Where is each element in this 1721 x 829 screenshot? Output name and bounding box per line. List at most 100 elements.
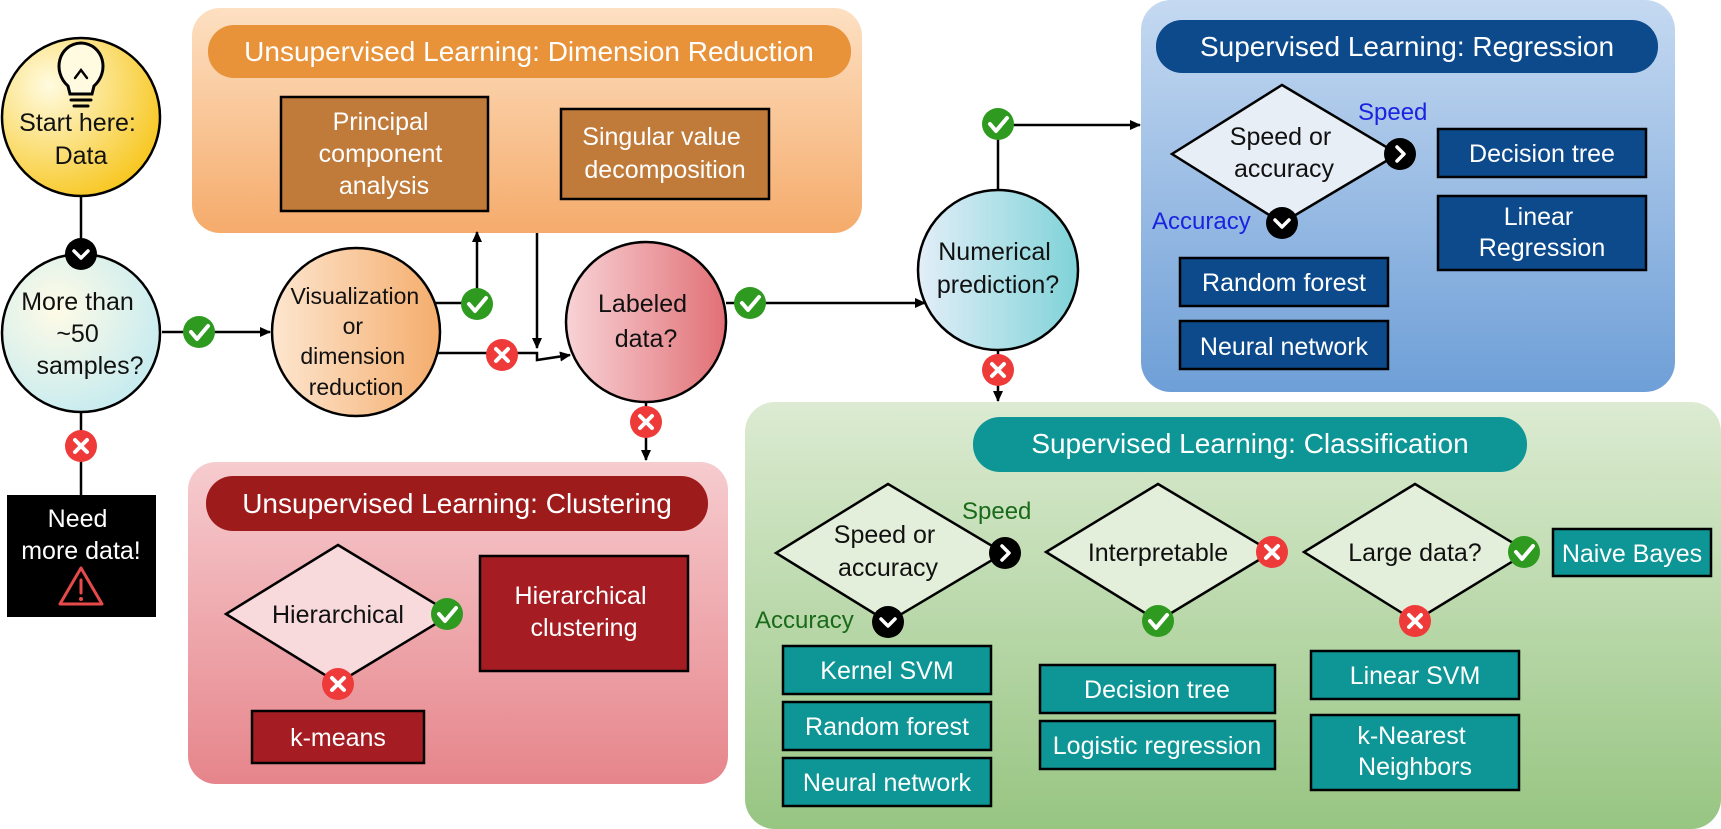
svg-text:More than ~50 samp: More than ~50 samples? [21,288,143,380]
cls-neural-network-label: Neural network [803,769,972,797]
cls-accuracy-label: Accuracy [755,607,854,634]
hierarchical-yes-check-icon [430,597,464,631]
reg-linear-line1: Linear [1504,203,1574,231]
cls-speed-diamond-line1: Speed or [834,521,935,549]
need-data-line1: Need [48,505,108,533]
pca-line3: analysis [339,172,429,200]
viz-label-line4: reduction [309,374,404,400]
reg-linear-regression-box: Linear Regression [1436,194,1648,272]
kmeans-box: k-means [250,709,426,765]
viz-no-cross-icon [485,338,519,372]
large-data-yes-check-icon [1507,535,1541,569]
svg-text:k-Nearest Neighbors: k-Nearest Neighbors [1357,722,1472,781]
reg-decision-tree-box: Decision tree [1436,127,1648,179]
lightbulb-icon [57,41,105,108]
cls-speed-chevron-right-icon [988,536,1022,570]
reg-linear-line2: Regression [1479,234,1605,262]
pca-line2: component [319,140,443,168]
samples-no-cross-icon [64,429,98,463]
regression-accuracy-label: Accuracy [1152,208,1251,235]
cls-decision-tree-label: Decision tree [1084,676,1230,704]
reg-decision-tree-label: Decision tree [1469,140,1615,168]
svg-text:Numerical prediction?: Numerical prediction? [937,238,1059,299]
reg-neural-network-label: Neural network [1200,333,1369,361]
cls-accuracy-chevron-down-icon [871,605,905,639]
cls-knn-box: k-Nearest Neighbors [1309,713,1521,792]
viz-yes-check-icon [460,287,494,321]
viz-label-line2: or [343,313,364,339]
viz-label-line3: dimension [300,343,405,369]
clustering-title: Unsupervised Learning: Clustering [242,488,672,519]
start-label-line2: Data [55,142,108,170]
labeled-label-line2: data? [615,325,678,353]
samples-label-line2: ~50 [56,320,98,348]
svg-text:Singular value decomposi: Singular value decomposition [582,123,747,184]
cls-random-forest-box: Random forest [781,700,993,752]
cls-knn-line1: k-Nearest [1357,722,1465,750]
cls-naive-bayes-label: Naive Bayes [1562,540,1702,568]
pca-line1: Principal [333,108,429,136]
labeled-yes-check-icon [733,286,767,320]
regression-diamond-line1: Speed or [1230,123,1331,151]
cls-large-data-diamond: Large data? [1301,482,1531,623]
interpretable-yes-check-icon [1141,604,1175,638]
cls-random-forest-label: Random forest [805,713,969,741]
hierarchical-diamond: Hierarchical [223,543,455,685]
svg-text:Principal component: Principal component analysis [319,108,450,200]
hierarchical-diamond-label: Hierarchical [272,601,404,629]
cls-large-data-label: Large data? [1348,539,1481,567]
regression-diamond: Speed or accuracy [1169,83,1401,225]
regression-diamond-line2: accuracy [1234,155,1335,183]
classification-title: Supervised Learning: Classification [1031,428,1468,459]
labeled-node: Labeled data? [564,240,728,404]
labeled-no-cross-icon [629,405,663,439]
cls-speed-diamond-line2: accuracy [838,554,939,582]
pca-box: Principal component analysis [279,95,490,213]
cls-kernel-svm-box: Kernel SVM [781,644,993,696]
hier-clustering-line2: clustering [531,614,638,642]
svd-line1: Singular value [582,123,740,151]
svg-text:Visualization or d: Visualization or dimension reduction [290,283,425,400]
svg-text:Labeled data?: Labeled data? [598,290,694,353]
warning-icon [58,566,104,606]
viz-node: Visualization or dimension reduction [270,246,442,418]
cls-speed-label: Speed [962,498,1031,525]
viz-label-line1: Visualization [290,283,419,309]
cls-naive-bayes-box: Naive Bayes [1551,527,1713,578]
cls-logistic-regression-box: Logistic regression [1038,719,1277,771]
reg-neural-network-box: Neural network [1178,319,1390,371]
svg-text:Need more data!: Need more data! [21,505,141,565]
svg-text:Hierarchical clustering: Hierarchical clustering [515,582,654,642]
cls-linear-svm-box: Linear SVM [1309,649,1521,701]
regression-chevron-down-icon [1265,206,1299,240]
samples-label-line1: More than [21,288,134,316]
cls-logistic-regression-label: Logistic regression [1053,732,1261,760]
svg-text:Speed or accuracy: Speed or accuracy [1230,123,1338,183]
reg-random-forest-box: Random forest [1178,256,1390,308]
svg-text:Linear Regression: Linear Regression [1479,203,1605,262]
hierarchical-clustering-box: Hierarchical clustering [478,554,690,673]
numerical-no-cross-icon [981,353,1015,387]
hier-clustering-line1: Hierarchical [515,582,647,610]
samples-chevron-down-icon [64,237,98,271]
numerical-label-line2: prediction? [937,271,1059,299]
numerical-node: Numerical prediction? [916,188,1080,352]
cls-knn-line2: Neighbors [1358,753,1472,781]
cls-interpretable-diamond: Interpretable [1043,482,1275,623]
large-data-no-cross-icon [1398,604,1432,638]
cls-linear-svm-label: Linear SVM [1350,662,1481,690]
connector-numerical-regression [996,120,1141,190]
need-data-line2: more data! [21,537,141,565]
dimension-reduction-title: Unsupervised Learning: Dimension Reducti… [244,36,814,67]
start-label-line1: Start here: [19,109,136,137]
hierarchical-no-cross-icon [321,667,355,701]
numerical-label-line1: Numerical [938,238,1051,266]
cls-decision-tree-box: Decision tree [1038,663,1277,715]
reg-random-forest-label: Random forest [1202,269,1366,297]
samples-node: More than ~50 samples? [0,252,162,414]
cls-neural-network-box: Neural network [781,756,993,808]
kmeans-label: k-means [290,724,386,752]
need-data-node: Need more data! [7,495,156,617]
interpretable-no-cross-icon [1255,535,1289,569]
svd-box: Singular value decomposition [559,107,771,201]
